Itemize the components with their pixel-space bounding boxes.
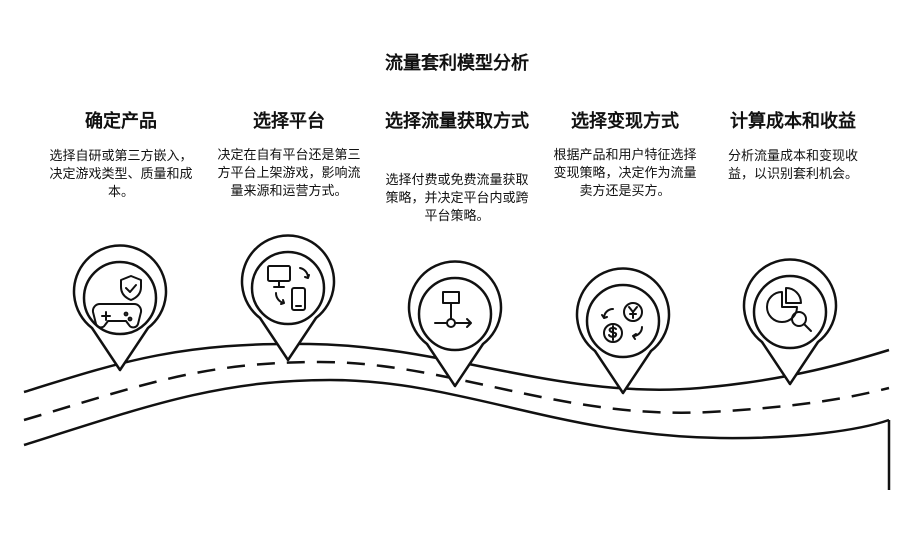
step-1-desc: 选择自研或第三方嵌入，决定游戏类型、质量和成本。: [49, 149, 193, 200]
step-4-title: 选择变现方式: [571, 111, 679, 132]
monitor-phone-sync-icon: [267, 265, 310, 311]
pin-2: [240, 234, 336, 362]
step-2-title: 选择平台: [253, 111, 325, 132]
step-1-title: 确定产品: [85, 111, 157, 132]
gamepad-shield-check-icon: [91, 275, 143, 329]
step-4-desc: 根据产品和用户特征选择变现策略，决定作为流量卖方还是买方。: [553, 148, 697, 199]
pin-3: [407, 260, 503, 388]
step-5-title: 计算成本和收益: [730, 111, 856, 132]
flowchart-icon: [434, 291, 472, 328]
currency-exchange-icon: [601, 302, 643, 343]
road-center-dashes: [23, 360, 890, 422]
pin-5: [742, 258, 838, 386]
step-2-desc: 决定在自有平台还是第三方平台上架游戏，影响流量来源和运营方式。: [217, 148, 361, 199]
step-5-desc: 分析流量成本和变现收益，以识别套利机会。: [727, 149, 858, 182]
step-3-title: 选择流量获取方式: [385, 111, 529, 132]
step-3-desc: 选择付费或免费流量获取策略，并决定平台内或跨平台策略。: [385, 173, 529, 224]
pie-chart-magnifier-icon: [766, 287, 812, 332]
road-lower-edge: [23, 378, 890, 447]
pin-4: [575, 267, 671, 395]
diagram-title: 流量套利模型分析: [385, 53, 529, 74]
pin-1: [72, 244, 168, 372]
